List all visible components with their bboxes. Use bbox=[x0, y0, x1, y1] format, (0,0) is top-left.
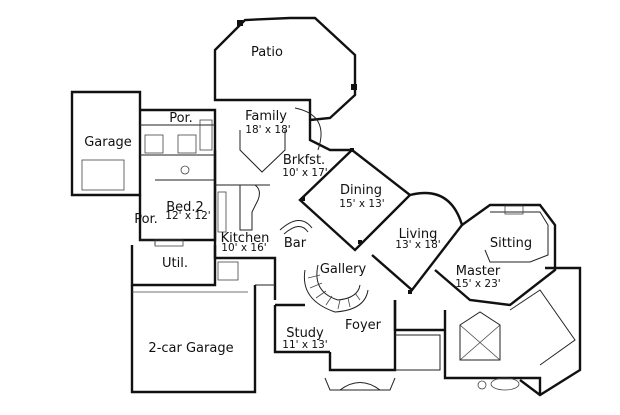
room-size-study: 11' x 13' bbox=[282, 339, 327, 351]
room-label-porch-side: Por. bbox=[134, 212, 158, 227]
room-label-dining: Dining bbox=[340, 183, 382, 198]
room-size-living: 13' x 18' bbox=[395, 239, 440, 251]
column-markers bbox=[237, 20, 412, 294]
room-label-patio: Patio bbox=[251, 45, 283, 60]
room-label-foyer: Foyer bbox=[345, 318, 382, 333]
room-label-garage: Garage bbox=[84, 135, 132, 150]
family-bay bbox=[239, 107, 322, 173]
stairs bbox=[279, 220, 369, 313]
room-label-master: Master bbox=[456, 264, 501, 279]
room-size-family: 18' x 18' bbox=[245, 124, 290, 136]
master-bath bbox=[459, 289, 576, 391]
room-size-dining: 15' x 13' bbox=[339, 198, 384, 210]
room-label-garage2: 2-car Garage bbox=[148, 341, 233, 356]
room-label-kitchen: Kitchen bbox=[221, 231, 270, 246]
room-label-bar: Bar bbox=[284, 236, 307, 251]
room-label-porch-top: Por. bbox=[169, 111, 193, 126]
room-label-study: Study bbox=[286, 326, 324, 341]
room-size-breakfast: 10' x 17' bbox=[282, 167, 327, 179]
garage-details bbox=[81, 119, 248, 293]
room-size-bed2: 12' x 12' bbox=[165, 210, 210, 222]
kitchen-island bbox=[217, 184, 260, 233]
room-label-bed2: Bed.2 bbox=[166, 200, 204, 215]
room-label-utility: Util. bbox=[162, 256, 188, 271]
room-labels: Patio Family 18' x 18' Por. Garage Brkfs… bbox=[84, 45, 532, 356]
room-label-living: Living bbox=[399, 227, 438, 242]
room-label-gallery: Gallery bbox=[320, 262, 367, 277]
room-label-sitting: Sitting bbox=[490, 236, 532, 251]
room-size-kitchen: 10' x 16' bbox=[221, 242, 266, 254]
sitting-bay bbox=[484, 205, 549, 263]
room-label-family: Family bbox=[245, 109, 287, 124]
room-label-breakfast: Brkfst. bbox=[283, 153, 325, 168]
room-size-master: 15' x 23' bbox=[455, 278, 500, 290]
